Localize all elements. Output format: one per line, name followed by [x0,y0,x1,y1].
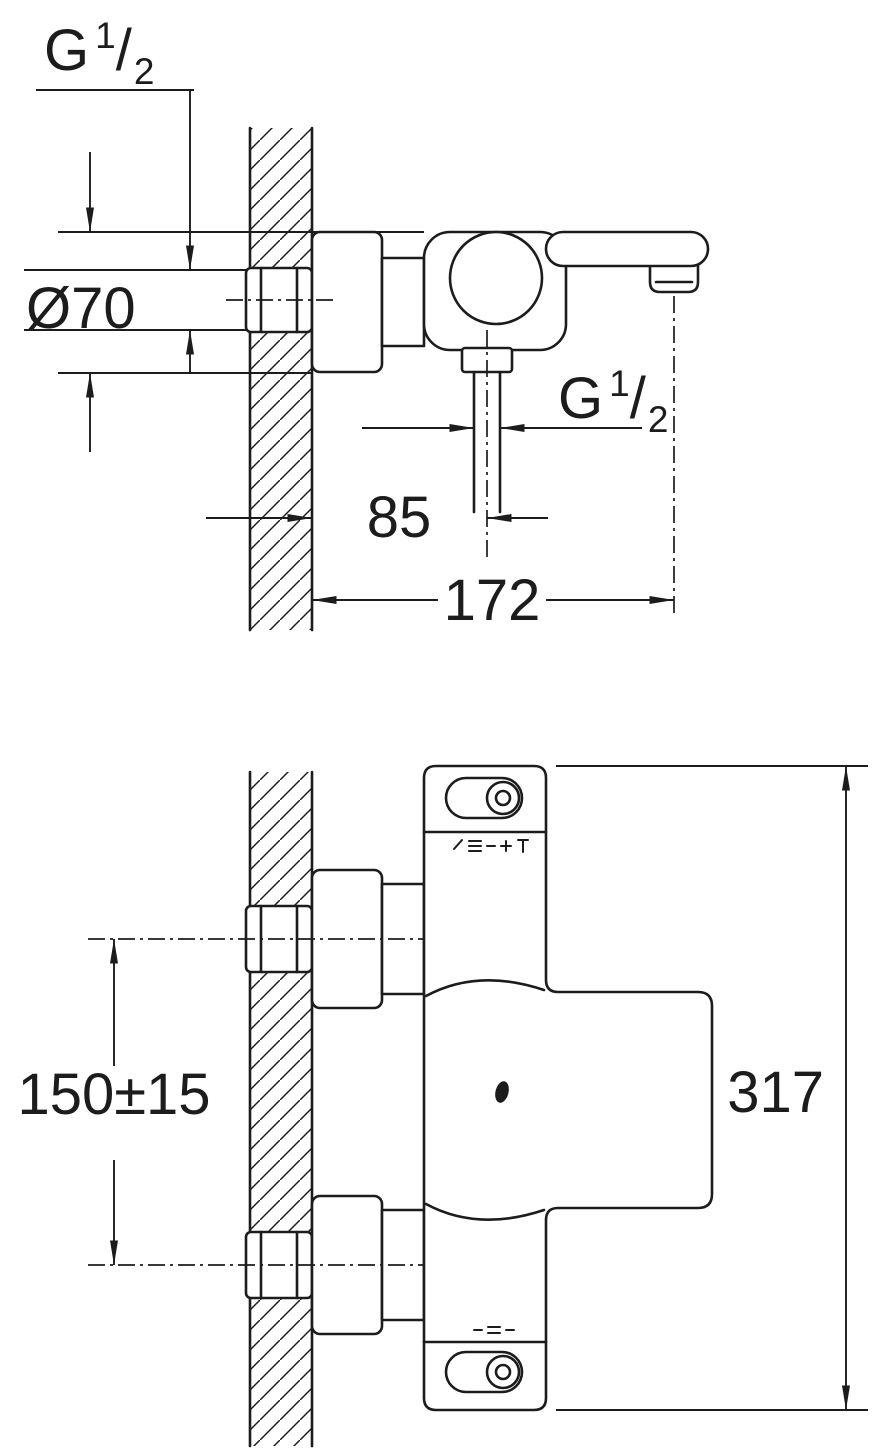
dim-outlet-offset: 85 [206,485,548,550]
wall-hatch [250,128,312,630]
temperature-scale-markings [453,839,529,853]
temperature-handle [444,776,524,820]
diameter-label: Ø70 [26,276,136,341]
dim-inlet-spacing: 150±15 [17,939,211,1265]
brand-mark [495,1081,509,1103]
extension-lines [24,269,246,331]
overall-height-label: 317 [727,1060,824,1125]
escutcheon [310,230,384,374]
lever-handle [544,230,710,268]
mixer-side-profile [244,230,710,514]
thermostat-body [422,764,714,1412]
wall-face-lines [248,126,314,632]
body-contour-top [424,979,546,998]
dim-escutcheon-diameter: Ø70 [26,152,424,452]
wall-hatch [250,772,312,1446]
temperature-handle-button [485,780,521,816]
flow-markings [473,1326,515,1334]
volume-handle-button-inner [494,1363,512,1381]
thermostat-front-profile [244,764,714,1412]
temperature-handle-button-inner [494,789,512,807]
body-contour-bottom [424,1202,546,1221]
body-connector [380,256,426,348]
extension-lines [58,231,424,374]
wall-section-front [248,770,314,1448]
inlet-spacing-label: 150±15 [17,1062,210,1127]
front-view: 150±15 317 [17,764,868,1448]
volume-handle-button [485,1354,521,1390]
wall-section-side [248,126,314,632]
extension-lines [556,765,868,1411]
dim-projection: 172 [312,568,674,633]
outlet-offset-label: 85 [367,485,432,550]
shower-outlet-pipe [472,370,502,514]
control-knob [448,230,544,326]
projection-label: 172 [444,568,541,633]
dim-overall-height: 317 [556,765,868,1411]
volume-handle [444,1350,524,1394]
